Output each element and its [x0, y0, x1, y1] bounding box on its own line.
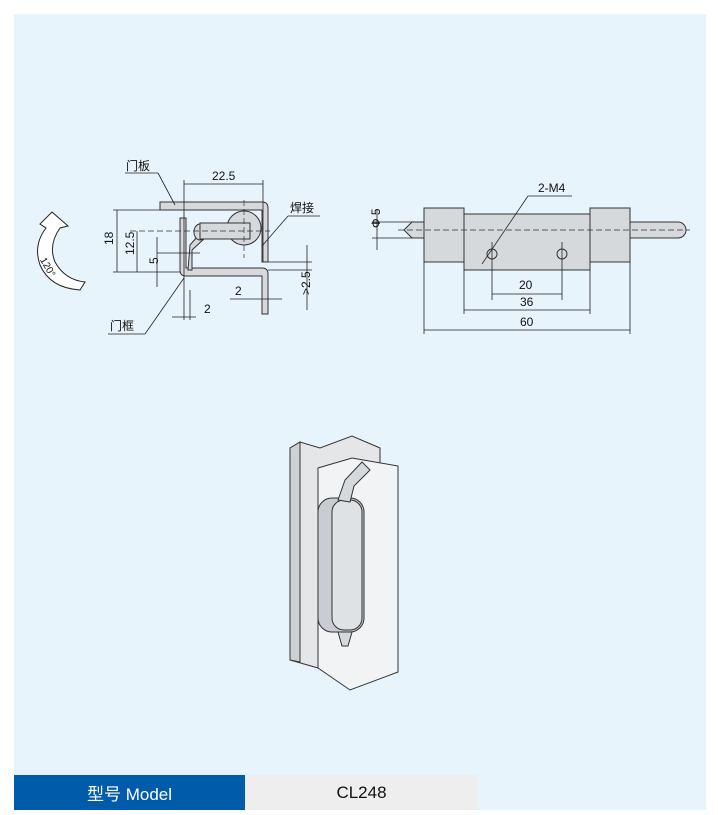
front-view: 20 36 60 2-M4 Φ 5	[369, 181, 690, 334]
label-door-frame: 门框	[110, 318, 134, 333]
side-view: 22.5 18 12.5 5 >2.5 2 2 门板 焊接 门框	[102, 158, 320, 335]
label-weld: 焊接	[290, 200, 314, 215]
dim-width: 22.5	[212, 169, 236, 183]
label-door-panel: 门板	[126, 158, 150, 173]
spec-table-row: 型号 Model CL248	[14, 775, 478, 810]
hinge-3d-illustration	[289, 435, 399, 691]
rotation-arrow-icon: 120°	[37, 211, 86, 291]
dim-height: 18	[102, 231, 116, 245]
dim-thread: 2-M4	[538, 181, 566, 195]
dim-5: 5	[147, 257, 161, 264]
dim-total: 60	[520, 315, 534, 329]
dim-hole-spacing: 20	[519, 278, 533, 292]
model-value: CL248	[245, 775, 478, 810]
dim-pin-dia: Φ 5	[369, 208, 383, 228]
dim-gap: >2.5	[299, 271, 313, 295]
dim-body: 36	[520, 295, 534, 309]
dim-thickness-a: 2	[235, 284, 242, 298]
dim-thickness-b: 2	[204, 302, 211, 316]
dim-pin-height: 12.5	[123, 231, 137, 255]
model-label: 型号 Model	[14, 775, 245, 810]
